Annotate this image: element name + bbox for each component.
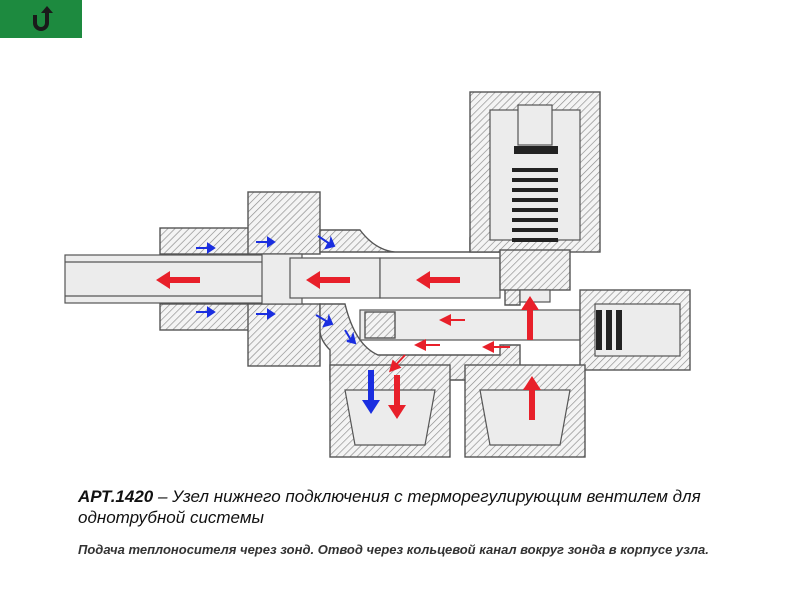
bottom-outlets (329, 364, 586, 458)
hot-arrow (306, 271, 350, 289)
u-turn-arrow-icon (33, 6, 53, 31)
supply-pipe (64, 254, 266, 304)
caption-title: АРТ.1420 – Узел нижнего подключения с те… (78, 486, 778, 528)
cold-arrow-small (315, 313, 334, 328)
article-code: АРТ.1420 (78, 487, 154, 506)
thermostatic-valve-head (469, 91, 601, 303)
hot-arrow (156, 271, 200, 289)
cold-arrow (362, 370, 380, 414)
hot-arrow (416, 271, 460, 289)
brand-logo (0, 0, 82, 38)
hot-arrow (388, 375, 406, 419)
hot-arrow (523, 376, 541, 420)
cold-arrow-small (344, 329, 357, 345)
hot-flow-arrows (156, 271, 541, 420)
right-end-cap (579, 289, 691, 371)
cold-arrow-small (256, 308, 276, 320)
cold-flow-arrows (196, 235, 380, 414)
cold-arrow-small (196, 306, 216, 318)
valve-cross-section-diagram (64, 91, 691, 458)
cold-arrow-small (196, 242, 216, 254)
caption-subtitle: Подача теплоносителя через зонд. Отвод ч… (78, 542, 709, 557)
cold-arrow-small (256, 236, 276, 248)
cold-arrow-small (317, 235, 336, 250)
hot-arrow (521, 296, 539, 340)
hot-arrow-small (388, 354, 406, 373)
valve-spring (512, 168, 558, 242)
caption-title-text: – Узел нижнего подключения с терморегули… (78, 487, 701, 527)
